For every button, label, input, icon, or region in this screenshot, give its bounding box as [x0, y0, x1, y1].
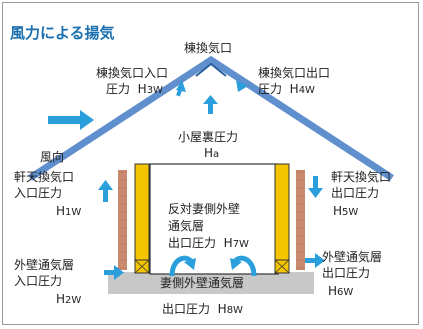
- wall-in-label-2: 入口圧力: [14, 274, 63, 288]
- eave-in-symbol: H1W: [56, 204, 82, 218]
- ridge-vent: [195, 62, 227, 77]
- wall-out-symbol: H6W: [328, 284, 354, 298]
- eave-out-symbol: H5W: [333, 204, 359, 218]
- eave-out-label-2: 出口圧力: [331, 186, 380, 200]
- eave-out-arrow: [308, 176, 323, 198]
- attic-pressure-symbol: Ha: [204, 146, 220, 160]
- floor-band: [108, 272, 314, 294]
- ridge-out-label-2: 圧力 H4W: [258, 82, 315, 96]
- attic-pressure-label: 小屋裏圧力: [178, 130, 239, 144]
- diagram-title: 風力による揚気: [10, 24, 115, 42]
- wall-out-label-1: 外壁通気層: [322, 250, 383, 264]
- opposite-wall-label-3: 出口圧力 H7W: [168, 236, 249, 250]
- ridge-vent-label: 棟換気口: [184, 41, 233, 55]
- wall-out-label-2: 出口圧力: [322, 266, 371, 280]
- flow-curve-right-head: [230, 258, 242, 270]
- opposite-wall-label-2: 通気層: [168, 219, 205, 233]
- gable-wall-label-1: 妻側外壁通気層: [160, 276, 245, 290]
- wall-in-label-1: 外壁通気層: [14, 258, 75, 272]
- ridge-in-label-2: 圧力 H3W: [106, 82, 163, 96]
- cladding-left: [118, 170, 127, 270]
- flow-curve-left-head: [184, 258, 196, 270]
- wall-in-symbol: H2W: [56, 292, 82, 306]
- eave-out-label-1: 軒天換気口: [331, 170, 392, 184]
- sill-block-right: [274, 259, 290, 274]
- wall-out-arrow: [305, 253, 325, 268]
- opposite-wall-label-1: 反対妻側外壁: [168, 202, 241, 216]
- ridge-out-arrow: [236, 80, 248, 92]
- attic-up-arrow: [203, 95, 218, 114]
- wind-arrow: [48, 110, 94, 130]
- wind-direction-label: 風向: [40, 150, 65, 164]
- roof-outline: [28, 55, 394, 181]
- interior-box: [149, 163, 279, 275]
- eave-in-label-2: 入口圧力: [14, 186, 63, 200]
- sill-block-left: [134, 259, 150, 274]
- eave-in-label-1: 軒天換気口: [14, 170, 75, 184]
- wall-in-arrow: [104, 265, 124, 280]
- stud-left: [134, 163, 150, 261]
- stud-right: [274, 163, 290, 261]
- ridge-out-label-1: 棟換気口出口: [258, 66, 331, 80]
- ridge-in-label-1: 棟換気口入口: [96, 66, 169, 80]
- cladding-right: [296, 170, 305, 270]
- gable-wall-label-2: 出口圧力 H8W: [162, 302, 243, 316]
- ridge-in-arrow: [176, 80, 186, 97]
- eave-in-arrow: [98, 180, 113, 202]
